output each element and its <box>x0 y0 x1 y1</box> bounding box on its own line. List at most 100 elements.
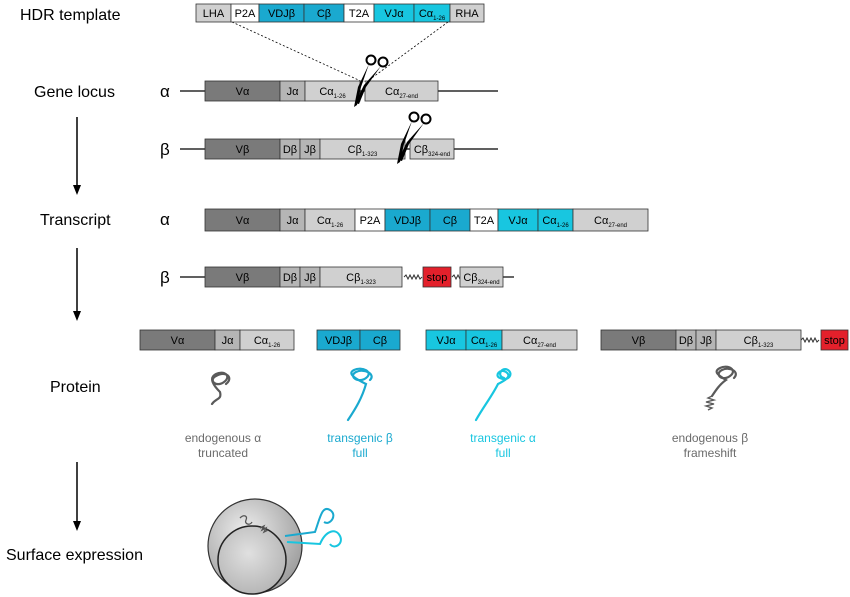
segment-box <box>572 208 649 232</box>
segment-protein-endo-beta-1: Dβ <box>675 329 697 351</box>
segment-transcript-alpha-3: P2A <box>354 208 386 232</box>
segment-label-main: stop <box>824 335 845 347</box>
intracellular-protein-alpha <box>239 515 253 525</box>
protein-squiggle-endogenous-alpha <box>210 371 231 406</box>
segment-label-subscript: 324-end <box>428 152 450 158</box>
flow-arrow-transcript-to-protein <box>73 248 81 321</box>
segment-locus-alpha-2: Cα1-26 <box>304 80 361 102</box>
segment-label: Vβ <box>236 272 250 284</box>
segment-label-main: Cα <box>254 335 269 347</box>
protein-beta-squiggle <box>800 336 820 344</box>
segment-label-subscript: 1-26 <box>557 223 570 229</box>
segment-label-main: Cα <box>594 215 609 227</box>
segment-label-main: VDJβ <box>268 8 295 20</box>
segment-protein-endo-beta-3: Cβ1-323 <box>715 329 802 351</box>
segment-label-subscript: 1-26 <box>433 16 446 22</box>
segment-protein-endo-alpha-1: Jα <box>214 329 241 351</box>
segment-label-main: Cβ <box>346 272 360 284</box>
segment-label-main: Dβ <box>679 335 693 347</box>
segment-locus-beta-2: Jβ <box>299 138 321 160</box>
label-gene-locus: Gene locus <box>34 84 115 101</box>
chain-label-transcript-alpha: α <box>160 210 170 229</box>
segment-transcript-beta-1: Dβ <box>279 266 301 288</box>
segment-label: Jβ <box>304 144 316 156</box>
segment-transcript-alpha-0: Vα <box>204 208 281 232</box>
segment-label-main: Cβ <box>744 335 758 347</box>
t-cell-nucleus <box>217 525 287 595</box>
segment-label-subscript: 1-26 <box>334 94 347 100</box>
caption-endogenous-beta-line2: frameshift <box>684 446 737 460</box>
segment-locus-beta-4: Cβ324-end <box>409 138 455 160</box>
segment-label-subscript: 1-26 <box>268 343 281 349</box>
segment-label-main: Cβ <box>463 272 477 284</box>
segment-label: Jα <box>287 86 300 98</box>
segment-label-main: RHA <box>455 8 479 20</box>
segment-label-subscript: 27-end <box>399 94 418 100</box>
caption-endogenous-beta-line1: endogenous β <box>672 431 748 445</box>
segment-label-main: Cβ <box>443 215 457 227</box>
segment-label: stop <box>824 335 845 347</box>
segment-box <box>239 329 295 351</box>
segment-locus-beta-3: Cβ1-323 <box>319 138 406 160</box>
segment-transcript-alpha-5: Cβ <box>429 208 471 232</box>
segment-label-main: Vα <box>171 335 185 347</box>
label-protein: Protein <box>50 379 101 396</box>
segment-box <box>359 329 401 351</box>
segment-hdr-segments-4: T2A <box>343 3 375 23</box>
segment-label: Cα1-26 <box>542 215 569 229</box>
segment-label-main: Vβ <box>236 144 250 156</box>
flow-arrow-protein-to-surface <box>73 462 81 531</box>
segment-label-main: Jβ <box>304 144 316 156</box>
segment-hdr-segments-3: Cβ <box>303 3 345 23</box>
segment-label: Cα1-26 <box>317 215 344 229</box>
segment-label: Dβ <box>283 144 297 156</box>
segment-locus-beta-1: Dβ <box>279 138 301 160</box>
segment-label: Cβ <box>317 8 331 20</box>
protein-squiggle-endogenous-beta-coil <box>703 395 717 411</box>
segment-label: Cβ1-323 <box>348 144 378 158</box>
hdr-insertion-guide-right <box>364 21 449 84</box>
segment-protein-endo-beta-0: Vβ <box>600 329 677 351</box>
segment-label: P2A <box>235 8 256 20</box>
segment-box <box>449 3 485 23</box>
label-transcript: Transcript <box>40 212 111 229</box>
segment-label: Cα27-end <box>385 86 418 100</box>
segment-protein-endo-alpha-2: Cα1-26 <box>239 329 295 351</box>
segment-label: VDJβ <box>325 335 352 347</box>
segment-label-main: Cα <box>385 86 400 98</box>
segment-label: T2A <box>349 8 370 20</box>
segment-label: Cβ324-end <box>414 144 450 158</box>
label-hdr-template: HDR template <box>20 7 121 24</box>
segment-label: Dβ <box>283 272 297 284</box>
segment-protein-endo-beta-2: Jβ <box>695 329 717 351</box>
segment-transcript-beta-0: Vβ <box>204 266 281 288</box>
chain-label-locus-alpha: α <box>160 82 170 101</box>
segment-hdr-segments-0: LHA <box>195 3 232 23</box>
segment-label: Cα27-end <box>594 215 627 229</box>
hdr-insertion-guide-left <box>231 21 366 84</box>
segment-label: Jα <box>222 335 235 347</box>
surface-tcr-alpha-chain <box>286 530 342 548</box>
segment-box <box>409 138 455 160</box>
segment-label: VDJβ <box>394 215 421 227</box>
segment-label: Jα <box>287 215 300 227</box>
segment-label-main: Dβ <box>283 144 297 156</box>
segment-transcript-alpha-9: Cα27-end <box>572 208 649 232</box>
segment-label: T2A <box>474 215 495 227</box>
segment-label: VJα <box>384 8 404 20</box>
segment-label-main: Jα <box>222 335 235 347</box>
segment-label-main: Cα <box>419 8 434 20</box>
segment-label: LHA <box>203 8 225 20</box>
t-cell-illustration <box>207 498 342 595</box>
protein-squiggle-transgenic-beta <box>346 367 373 422</box>
segment-label: Vα <box>171 335 185 347</box>
protein-squiggle-endogenous-beta <box>710 365 737 398</box>
segment-label-main: Vβ <box>236 272 250 284</box>
segment-label: Jβ <box>304 272 316 284</box>
surface-tcr-beta-chain <box>284 507 335 537</box>
segment-label-main: Cα <box>319 86 334 98</box>
segment-transcript-beta-5: Cβ324-end <box>459 266 504 288</box>
